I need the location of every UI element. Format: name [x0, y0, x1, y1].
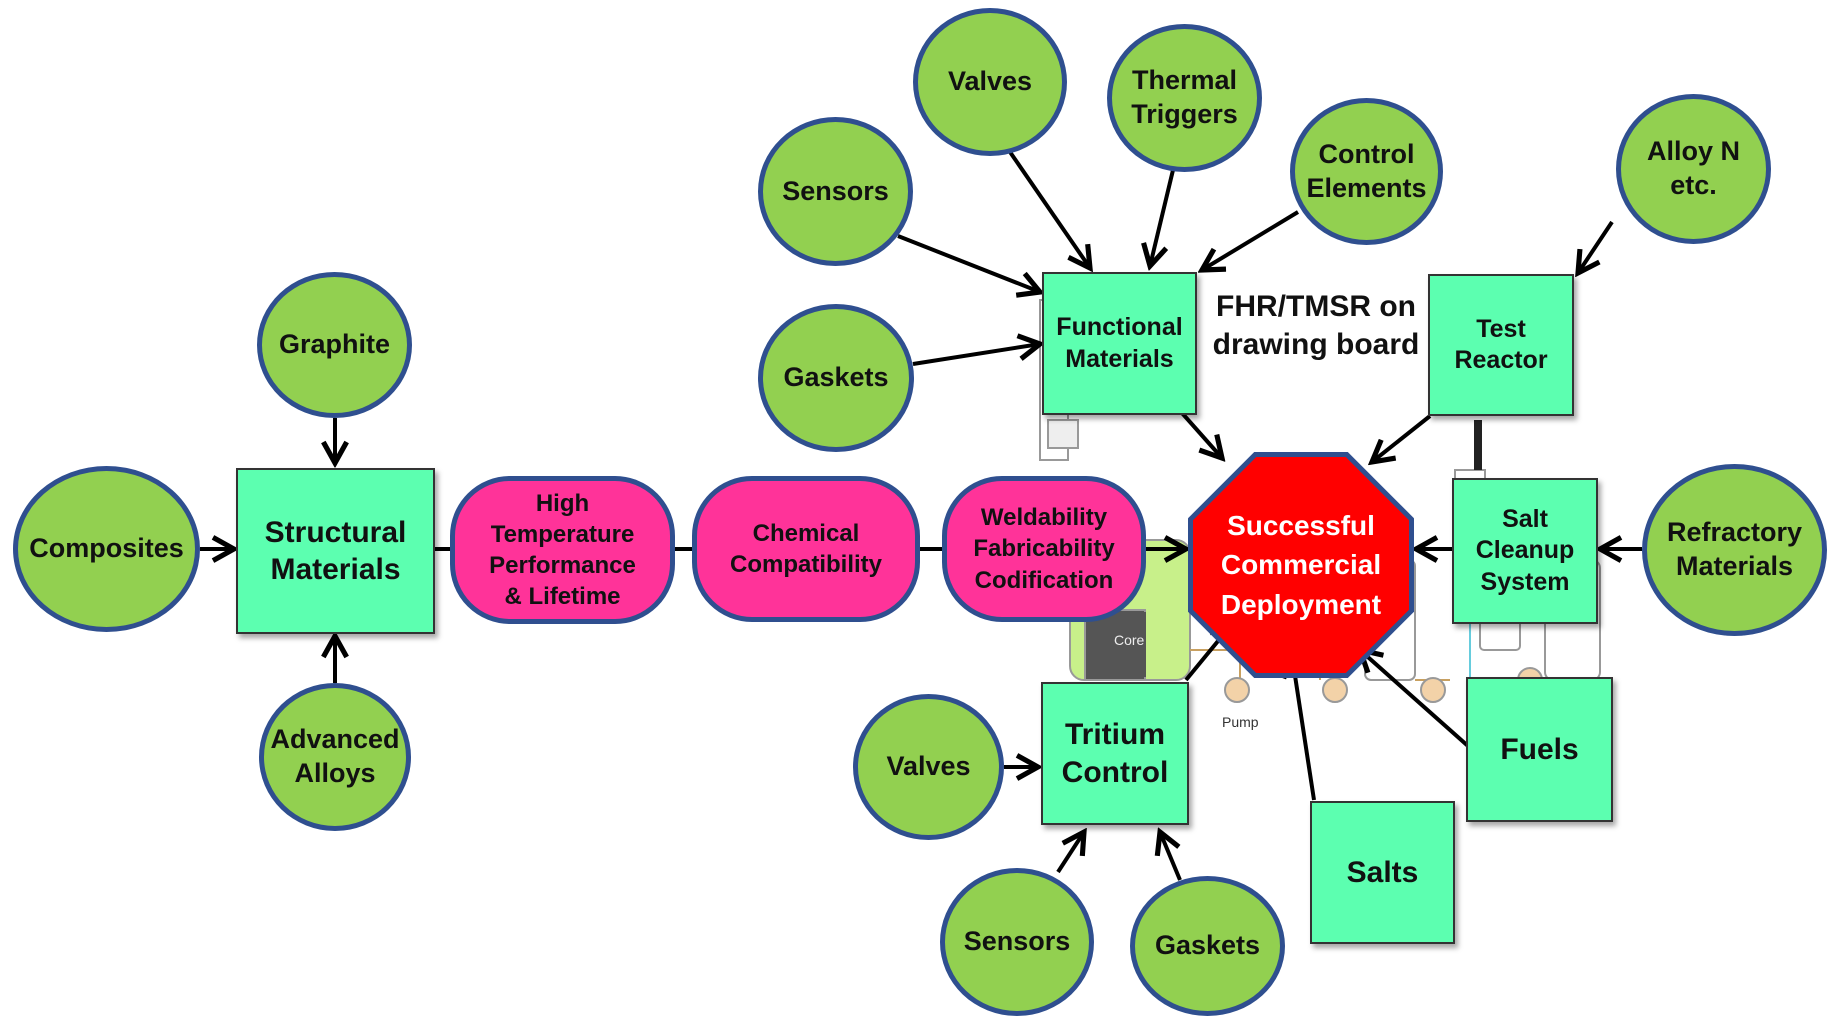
- node-sensors-bottom: Sensors: [940, 868, 1094, 1016]
- node-test-reactor: Test Reactor: [1428, 274, 1574, 416]
- functional-label-2: Materials: [1065, 344, 1174, 373]
- node-functional-materials: Functional Materials: [1042, 272, 1197, 415]
- node-advanced-alloys: Advanced Alloys: [259, 683, 411, 831]
- tritium-label-1: Tritium: [1064, 718, 1165, 751]
- node-fuels: Fuels: [1466, 677, 1613, 822]
- high-temp-label-1: High: [535, 489, 590, 517]
- arrow-alloy-n-test-reactor: [1578, 220, 1614, 273]
- node-structural-materials: Structural Materials: [236, 468, 435, 634]
- structural-label-1: Structural: [264, 515, 407, 549]
- node-alloy-n: Alloy N etc.: [1616, 94, 1771, 244]
- composites-label: Composites: [29, 533, 184, 564]
- advanced-alloys-label-1: Advanced: [270, 724, 400, 755]
- refractory-label-2: Materials: [1675, 551, 1794, 581]
- structural-label-2: Materials: [270, 553, 401, 586]
- arrow-control-functional: [1202, 210, 1300, 270]
- core-block: [1090, 612, 1146, 677]
- weldability-label-3: Codification: [974, 566, 1114, 594]
- arrow-test-reactor-goal: [1372, 414, 1432, 462]
- goal-label-2: Commercial: [1220, 549, 1382, 581]
- refractory-label-1: Refractory: [1666, 517, 1803, 548]
- alloy-n-label-1: Alloy N: [1646, 136, 1740, 167]
- arrow-sensors-functional: [897, 234, 1040, 292]
- test-reactor-label-1: Test: [1476, 314, 1526, 343]
- arrow-salts-goal: [1292, 656, 1316, 801]
- gaskets-top-label: Gaskets: [783, 362, 889, 393]
- fuels-label: Fuels: [1500, 732, 1579, 766]
- arrow-thermal-functional: [1150, 169, 1175, 266]
- valves-top-label: Valves: [947, 66, 1033, 97]
- goal-octagon-fill: Successful Commercial Deployment: [1193, 457, 1409, 673]
- node-graphite: Graphite: [257, 272, 412, 418]
- tritium-label-2: Control: [1061, 755, 1169, 789]
- arrow-gaskets-tritium: [1160, 832, 1182, 881]
- salt-cleanup-label-2: Cleanup: [1475, 536, 1575, 565]
- node-chemical-compatibility: Chemical Compatibility: [692, 476, 920, 622]
- functional-label-1: Functional: [1056, 313, 1183, 342]
- node-tritium-control: Tritium Control: [1041, 682, 1189, 825]
- arrow-functional-goal: [1180, 411, 1222, 458]
- salt-cleanup-label-1: Salt: [1502, 505, 1548, 534]
- arrow-sensors-tritium: [1056, 832, 1084, 874]
- chemical-label-2: Compatibility: [729, 551, 882, 578]
- node-gaskets-bottom: Gaskets: [1130, 876, 1285, 1016]
- core-label: Core: [1114, 632, 1145, 648]
- node-gaskets-top: Gaskets: [758, 304, 914, 452]
- control-label-1: Control: [1318, 138, 1415, 169]
- thermal-label-2: Triggers: [1131, 99, 1238, 129]
- arrow-gaskets-functional: [912, 344, 1040, 366]
- salts-label: Salts: [1346, 855, 1419, 889]
- drawing-board-annotation: FHR/TMSR on drawing board: [1200, 288, 1432, 363]
- node-salts: Salts: [1310, 801, 1455, 944]
- control-label-2: Elements: [1306, 172, 1427, 203]
- node-successful-commercial-deployment: Successful Commercial Deployment: [1188, 452, 1414, 678]
- gaskets-bottom-label: Gaskets: [1154, 930, 1261, 961]
- node-weldability: Weldability Fabricability Codification: [942, 476, 1146, 622]
- test-reactor-label-2: Reactor: [1454, 346, 1548, 374]
- valves-bottom-label: Valves: [886, 751, 971, 782]
- thermal-label-1: Thermal: [1131, 65, 1238, 96]
- node-refractory-materials: Refractory Materials: [1642, 464, 1827, 636]
- node-sensors-top: Sensors: [758, 117, 913, 266]
- high-temp-label-3: Performance: [489, 552, 636, 579]
- goal-label-3: Deployment: [1220, 588, 1382, 620]
- node-thermal-triggers: Thermal Triggers: [1107, 24, 1262, 172]
- sensors-top-label: Sensors: [782, 175, 889, 206]
- goal-label-1: Successful: [1227, 510, 1375, 542]
- weldability-label-2: Fabricability: [973, 535, 1115, 563]
- high-temp-label-4: & Lifetime: [504, 583, 621, 611]
- node-control-elements: Control Elements: [1290, 98, 1443, 245]
- node-salt-cleanup-system: Salt Cleanup System: [1452, 478, 1598, 624]
- arrow-fuels-goal: [1360, 650, 1470, 748]
- pump-label: Pump: [1222, 714, 1259, 730]
- annotation-line-1: FHR/TMSR on: [1216, 290, 1416, 323]
- node-valves-top: Valves: [913, 8, 1067, 156]
- alloy-n-label-2: etc.: [1670, 170, 1717, 200]
- node-composites: Composites: [13, 466, 200, 632]
- advanced-alloys-label-2: Alloys: [294, 758, 376, 788]
- graphite-label: Graphite: [278, 329, 391, 360]
- chemical-label-1: Chemical: [752, 519, 860, 547]
- sensors-bottom-label: Sensors: [963, 926, 1071, 957]
- salt-cleanup-label-3: System: [1480, 567, 1570, 596]
- annotation-line-2: drawing board: [1212, 327, 1420, 361]
- node-valves-bottom: Valves: [853, 694, 1004, 840]
- node-high-temperature: High Temperature Performance & Lifetime: [450, 476, 675, 624]
- high-temp-label-2: Temperature: [490, 520, 635, 548]
- weldability-label-1: Weldability: [980, 504, 1108, 532]
- arrow-valves-functional: [1008, 150, 1090, 268]
